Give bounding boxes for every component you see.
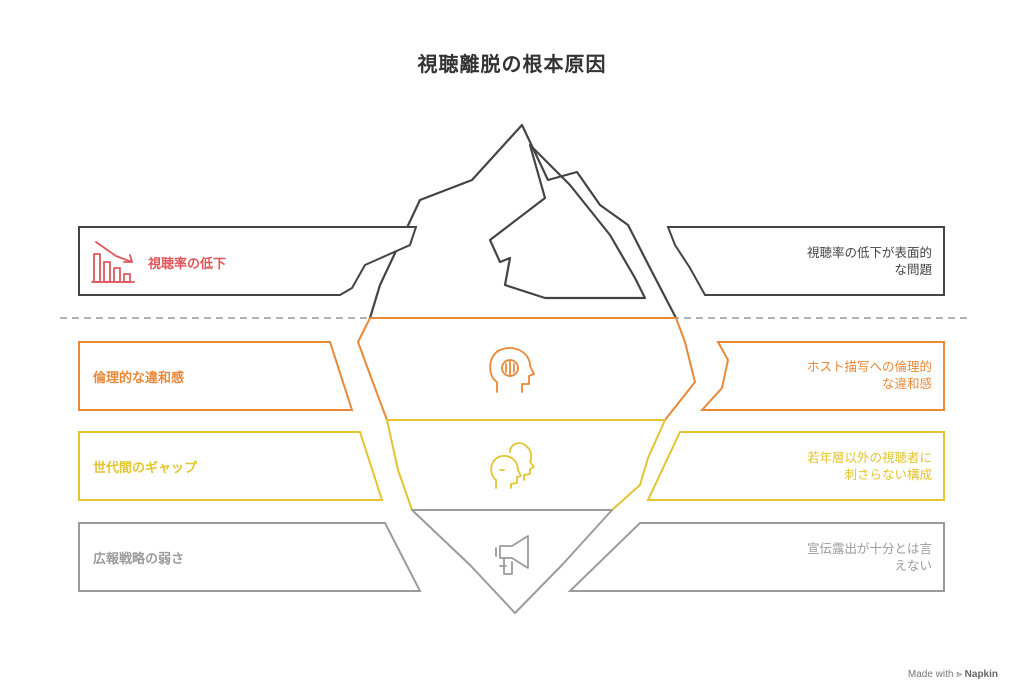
desc-ethical-discomfort-line1: ホスト描写への倫理的 [806, 359, 932, 374]
desc-weak-pr-line2: えない [894, 558, 932, 573]
footer-made-with: Made with [907, 669, 954, 680]
label-ratings-decline: 視聴率の低下 [148, 257, 227, 272]
made-with-napkin-footer: Made with ⪢ Napkin [908, 669, 998, 680]
label-generation-gap: 世代間のギャップ [93, 461, 198, 476]
left-panel-2 [78, 341, 354, 411]
label-weak-pr: 広報戦略の弱さ [93, 552, 185, 567]
desc-generation-gap-line2: 刺さらない構成 [844, 467, 932, 482]
iceberg-inner-ridge [488, 143, 647, 300]
desc-weak-pr: 宣伝露出が十分とは言 えない [807, 540, 932, 574]
left-panel-3 [78, 431, 384, 501]
megaphone-icon [495, 535, 529, 575]
declining-bar-chart-icon [91, 241, 135, 283]
iceberg-layer-orange [357, 317, 696, 421]
footer-brand: Napkin [964, 669, 998, 680]
desc-ethical-discomfort: ホスト描写への倫理的 な違和感 [807, 358, 932, 392]
left-panel-1 [78, 226, 418, 296]
iceberg-tip [368, 123, 677, 319]
desc-ratings-decline: 視聴率の低下が表面的 な問題 [807, 244, 932, 278]
desc-ratings-decline-line1: 視聴率の低下が表面的 [806, 245, 932, 260]
napkin-logo-icon: ⪢ [956, 669, 962, 680]
iceberg-layer-yellow [386, 419, 666, 511]
desc-ethical-discomfort-line2: な違和感 [881, 376, 932, 391]
desc-weak-pr-line1: 宣伝露出が十分とは言 [806, 541, 932, 556]
right-panel-4 [567, 522, 945, 592]
left-panel-4 [78, 522, 422, 592]
right-panel-2 [699, 341, 945, 411]
right-panel-1 [666, 226, 945, 296]
two-heads-icon [490, 442, 535, 489]
desc-generation-gap: 若年層以外の視聴者に 刺さらない構成 [807, 449, 932, 483]
desc-generation-gap-line1: 若年層以外の視聴者に [806, 450, 932, 465]
head-brain-icon [489, 347, 535, 393]
desc-ratings-decline-line2: な問題 [894, 262, 932, 277]
page-title: 視聴離脱の根本原因 [417, 52, 607, 76]
label-ethical-discomfort: 倫理的な違和感 [93, 371, 185, 386]
right-panel-3 [646, 431, 945, 501]
